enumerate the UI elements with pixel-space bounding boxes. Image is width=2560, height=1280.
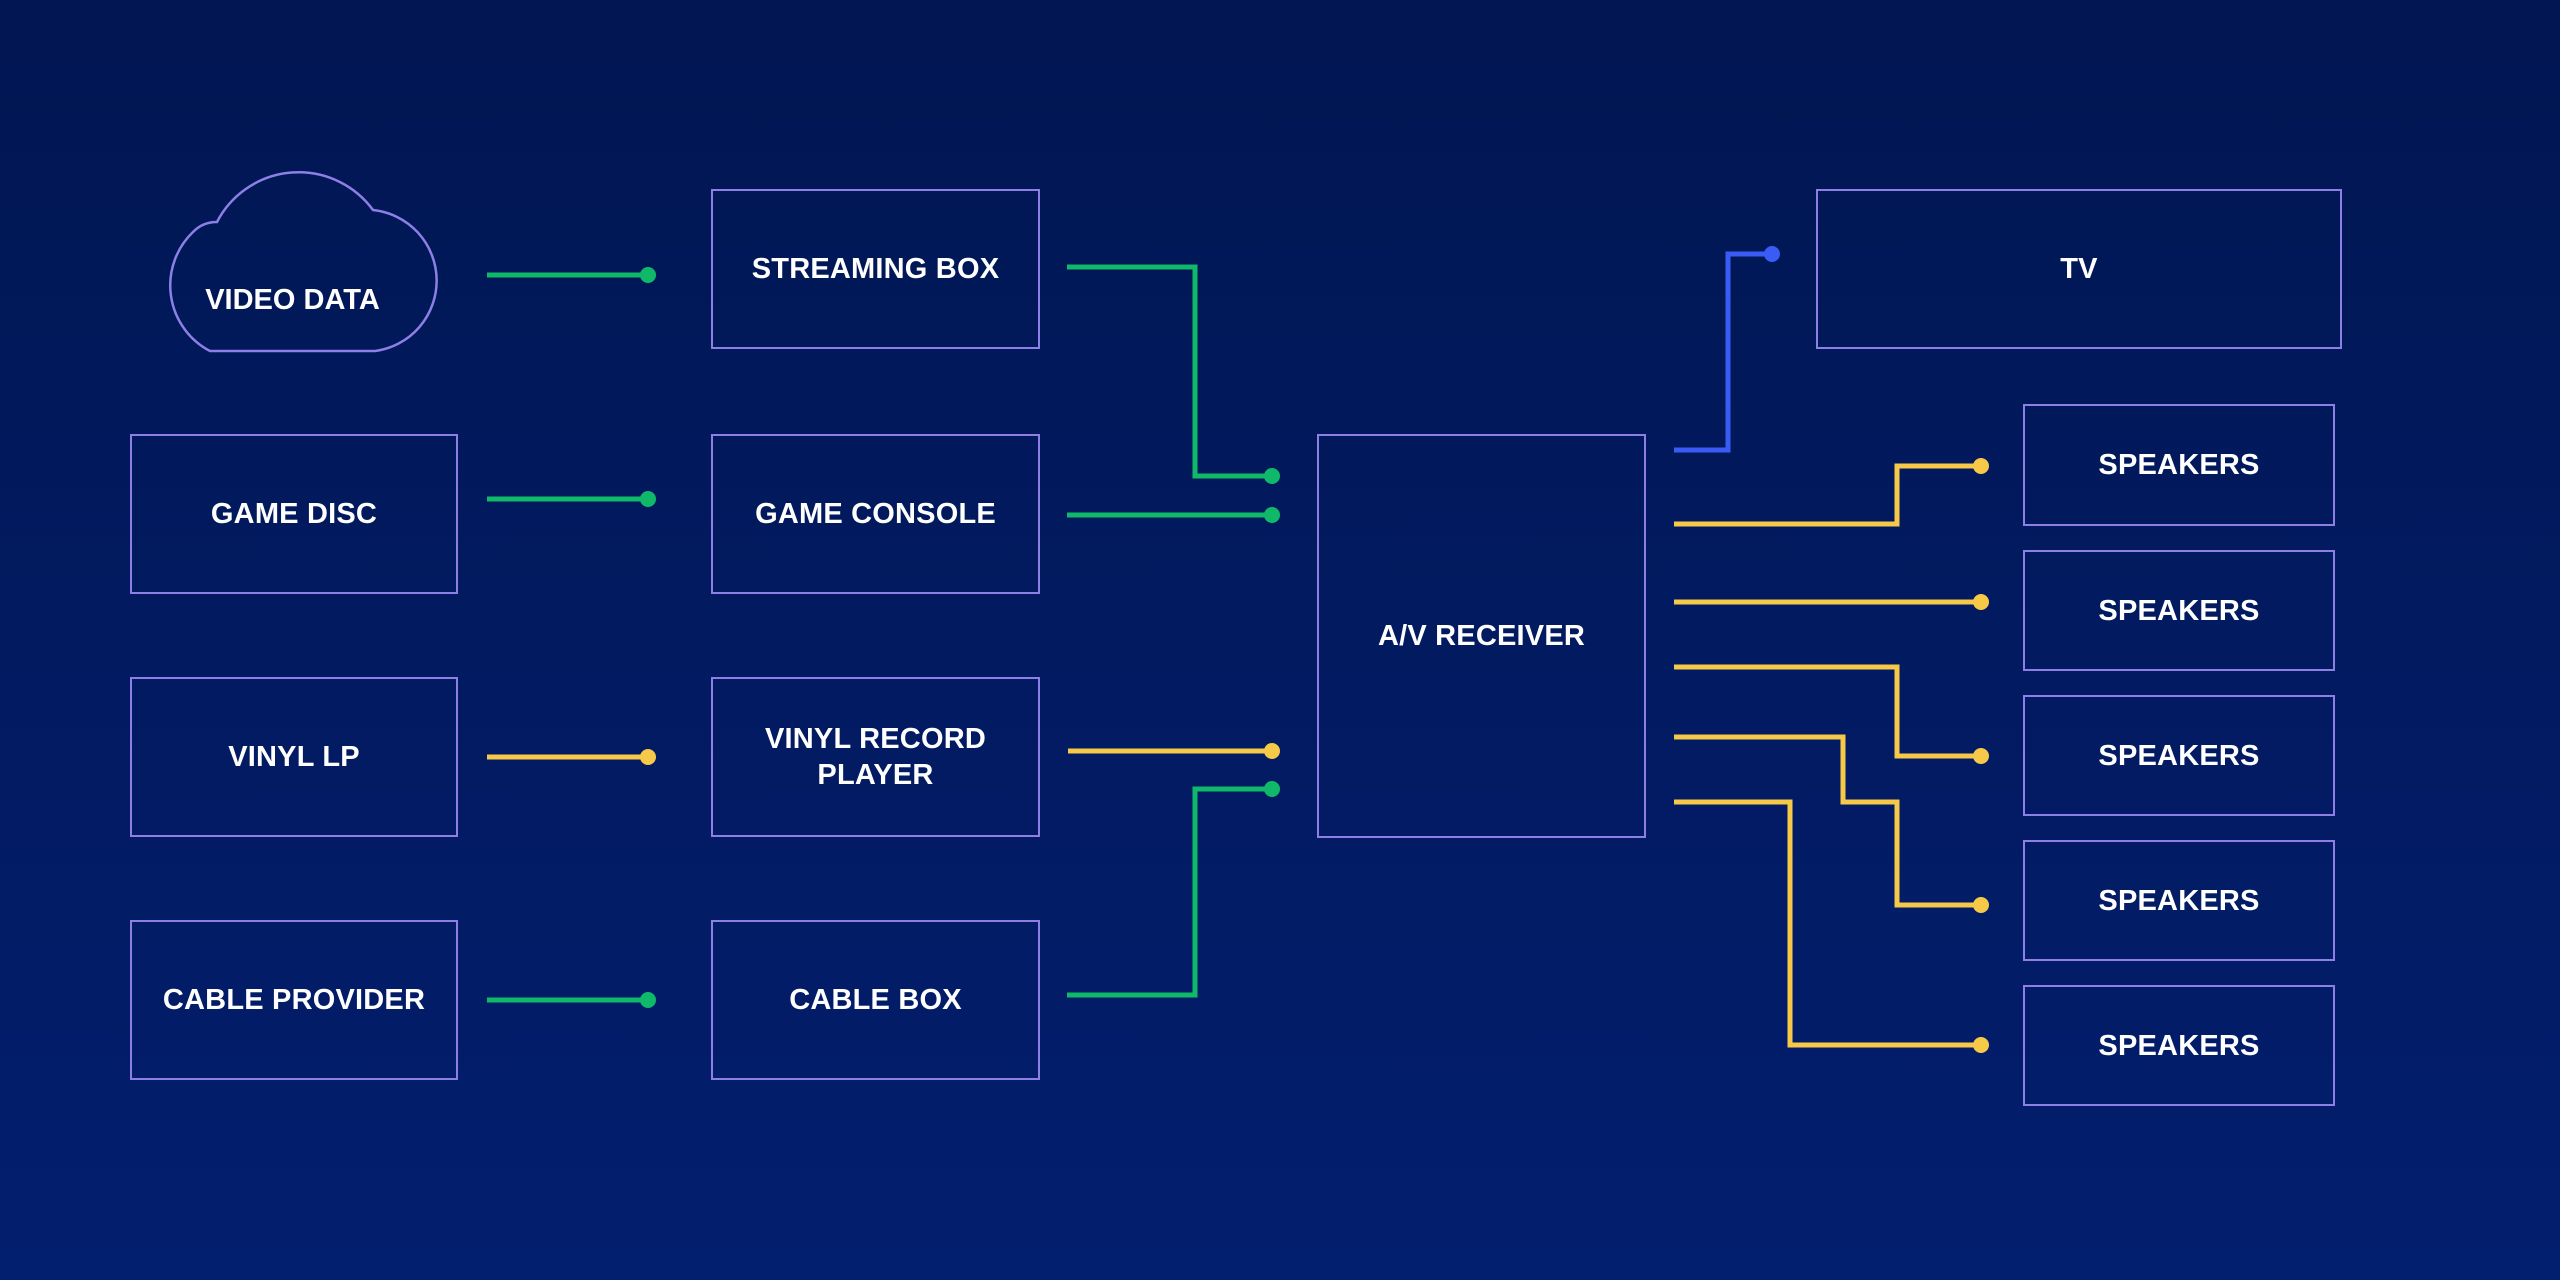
link-end-dot [1973,458,1989,474]
speakers-label: SPEAKERS [2098,1029,2260,1062]
streaming-box-node: STREAMING BOX [711,189,1040,349]
cloud-icon [169,171,438,353]
streaming-box-label: STREAMING BOX [751,253,1000,285]
speakers-label: SPEAKERS [2098,739,2260,772]
link-end-dot [1973,1037,1989,1053]
cable-provider-node: CABLE PROVIDER [130,920,458,1080]
link-end-dot [1264,743,1280,759]
vinyl-lp-node: VINYL LP [130,677,458,837]
link-receiver-to-speakers-1 [1674,463,1981,527]
link-streaming-box-to-receiver [1067,264,1272,479]
link-end-dot [1264,468,1280,484]
av-receiver-node: A/V RECEIVER [1317,434,1646,838]
vinyl-record-player-label-line2: PLAYER [817,759,934,791]
link-cable-box-to-receiver [1067,786,1272,998]
receiver-output-links [1674,246,1989,1053]
link-receiver-to-speakers-4 [1674,734,1981,908]
av-receiver-label: A/V RECEIVER [1377,620,1586,652]
cable-provider-label: CABLE PROVIDER [162,984,426,1016]
link-receiver-to-speakers-3 [1674,664,1981,759]
vinyl-record-player-node: VINYL RECORD PLAYER [711,677,1040,837]
link-end-dot [1973,748,1989,764]
source-links [487,267,656,1008]
tv-node: TV [1816,189,2342,349]
vinyl-record-player-label-line1: VINYL RECORD [764,723,986,755]
link-end-dot [1264,507,1280,523]
link-end-dot [640,749,656,765]
link-end-dot [1973,897,1989,913]
link-receiver-to-speakers-5 [1674,799,1981,1048]
link-end-dot [640,267,656,283]
speakers-node-3: SPEAKERS [2023,695,2335,816]
link-end-dot [640,992,656,1008]
cable-box-node: CABLE BOX [711,920,1040,1080]
link-receiver-to-tv [1674,251,1772,453]
speakers-node-4: SPEAKERS [2023,840,2335,961]
game-console-node: GAME CONSOLE [711,434,1040,594]
link-end-dot [1764,246,1780,262]
video-data-label: VIDEO DATA [205,283,380,316]
link-end-dot [640,491,656,507]
receiver-input-links [1067,264,1280,998]
video-data-cloud: VIDEO DATA [130,160,460,360]
game-console-label: GAME CONSOLE [755,498,996,530]
vinyl-record-player-label: VINYL RECORD PLAYER [755,721,996,793]
link-end-dot [1973,594,1989,610]
speakers-node-2: SPEAKERS [2023,550,2335,671]
speakers-node-5: SPEAKERS [2023,985,2335,1106]
game-disc-node: GAME DISC [130,434,458,594]
speakers-label: SPEAKERS [2098,884,2260,917]
tv-label: TV [2060,253,2098,285]
cable-box-label: CABLE BOX [789,984,962,1016]
link-end-dot [1264,781,1280,797]
speakers-label: SPEAKERS [2098,449,2260,481]
game-disc-label: GAME DISC [210,498,378,530]
vinyl-lp-label: VINYL LP [228,741,360,773]
speakers-label: SPEAKERS [2098,594,2260,627]
speakers-node-1: SPEAKERS [2023,404,2335,526]
